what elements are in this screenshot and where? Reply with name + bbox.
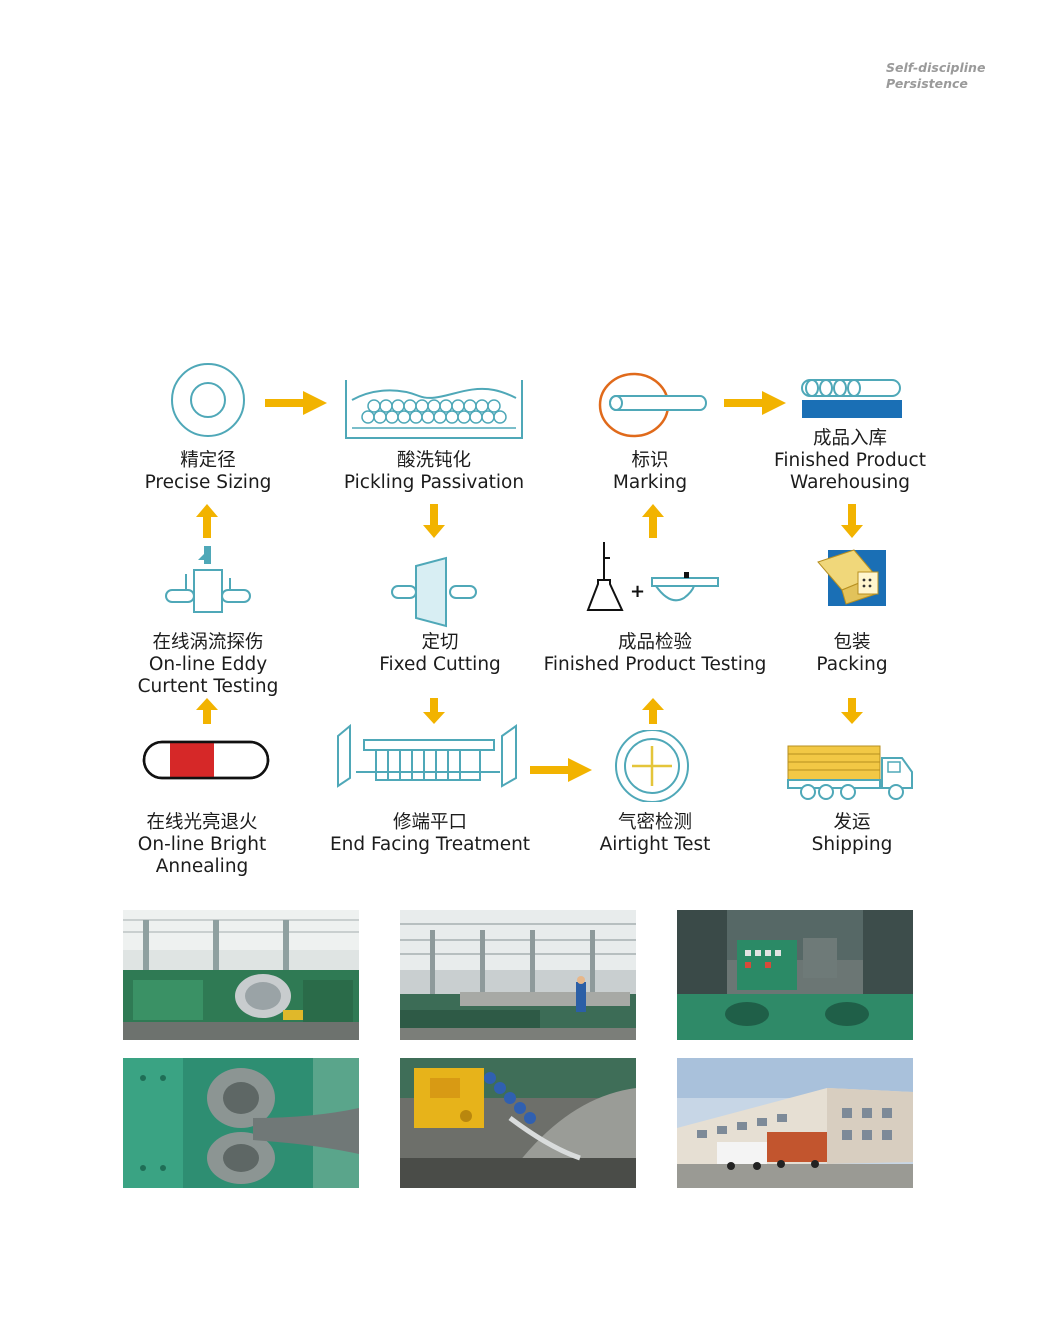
marked-tube-icon: [598, 372, 707, 438]
photo-rolling-mill: [123, 910, 359, 1040]
step-label-product-testing: 成品检验 Finished Product Testing: [543, 632, 767, 675]
tube-rack-icon: [801, 379, 902, 418]
bundle-icon: [817, 549, 886, 606]
arrow-right-icon: [530, 758, 592, 782]
photo-welding-line: [677, 910, 913, 1040]
step-label-shipping: 发运 Shipping: [811, 812, 893, 855]
step-label-eddy-testing: 在线涡流探伤 On-line Eddy Curtent Testing: [137, 632, 279, 697]
arrow-up-icon: [642, 698, 664, 724]
saw-blade-icon: [391, 556, 477, 628]
pickling-tank-icon: [345, 380, 523, 439]
facing-machine-icon: [337, 724, 517, 788]
arrow-right-icon: [724, 391, 786, 415]
step-label-precise-sizing: 精定径 Precise Sizing: [144, 450, 272, 493]
arrow-up-icon: [196, 698, 218, 724]
arrow-down-icon: [841, 698, 863, 724]
step-label-bright-annealing: 在线光亮退火 On-line Bright Annealing: [137, 812, 267, 877]
svg-text:+: +: [630, 581, 645, 602]
photo-forming-rollers: [123, 1058, 359, 1188]
photo-weld-seam: [400, 1058, 636, 1188]
arrow-up-icon: [196, 504, 218, 538]
slogan: Self-discipline Persistence: [886, 60, 985, 92]
step-label-warehousing: 成品入库 Finished Product Warehousing: [774, 428, 926, 493]
photo-factory-building: [677, 1058, 913, 1188]
truck-icon: [787, 745, 913, 800]
pressure-gauge-icon: [615, 730, 689, 802]
step-label-packing: 包装 Packing: [816, 632, 888, 675]
eddy-probe-icon: [165, 546, 251, 613]
step-label-end-facing: 修端平口 End Facing Treatment: [329, 812, 531, 855]
ring-icon: [171, 363, 245, 437]
step-label-marking: 标识 Marking: [612, 450, 688, 493]
arrow-down-icon: [423, 698, 445, 724]
arrow-right-icon: [265, 391, 327, 415]
annealing-tube-icon: [142, 740, 270, 780]
photo-factory-hall: [400, 910, 636, 1040]
step-label-airtight-test: 气密检测 Airtight Test: [599, 812, 711, 855]
step-label-pickling-passivation: 酸洗钝化 Pickling Passivation: [343, 450, 525, 493]
arrow-up-icon: [642, 504, 664, 538]
arrow-down-icon: [423, 504, 445, 538]
slogan-line-2: Persistence: [886, 76, 968, 91]
step-label-fixed-cutting: 定切 Fixed Cutting: [379, 632, 501, 675]
arrow-down-icon: [841, 504, 863, 538]
slogan-line-1: Self-discipline: [886, 60, 986, 75]
testing-tools-icon: +: [586, 542, 719, 611]
